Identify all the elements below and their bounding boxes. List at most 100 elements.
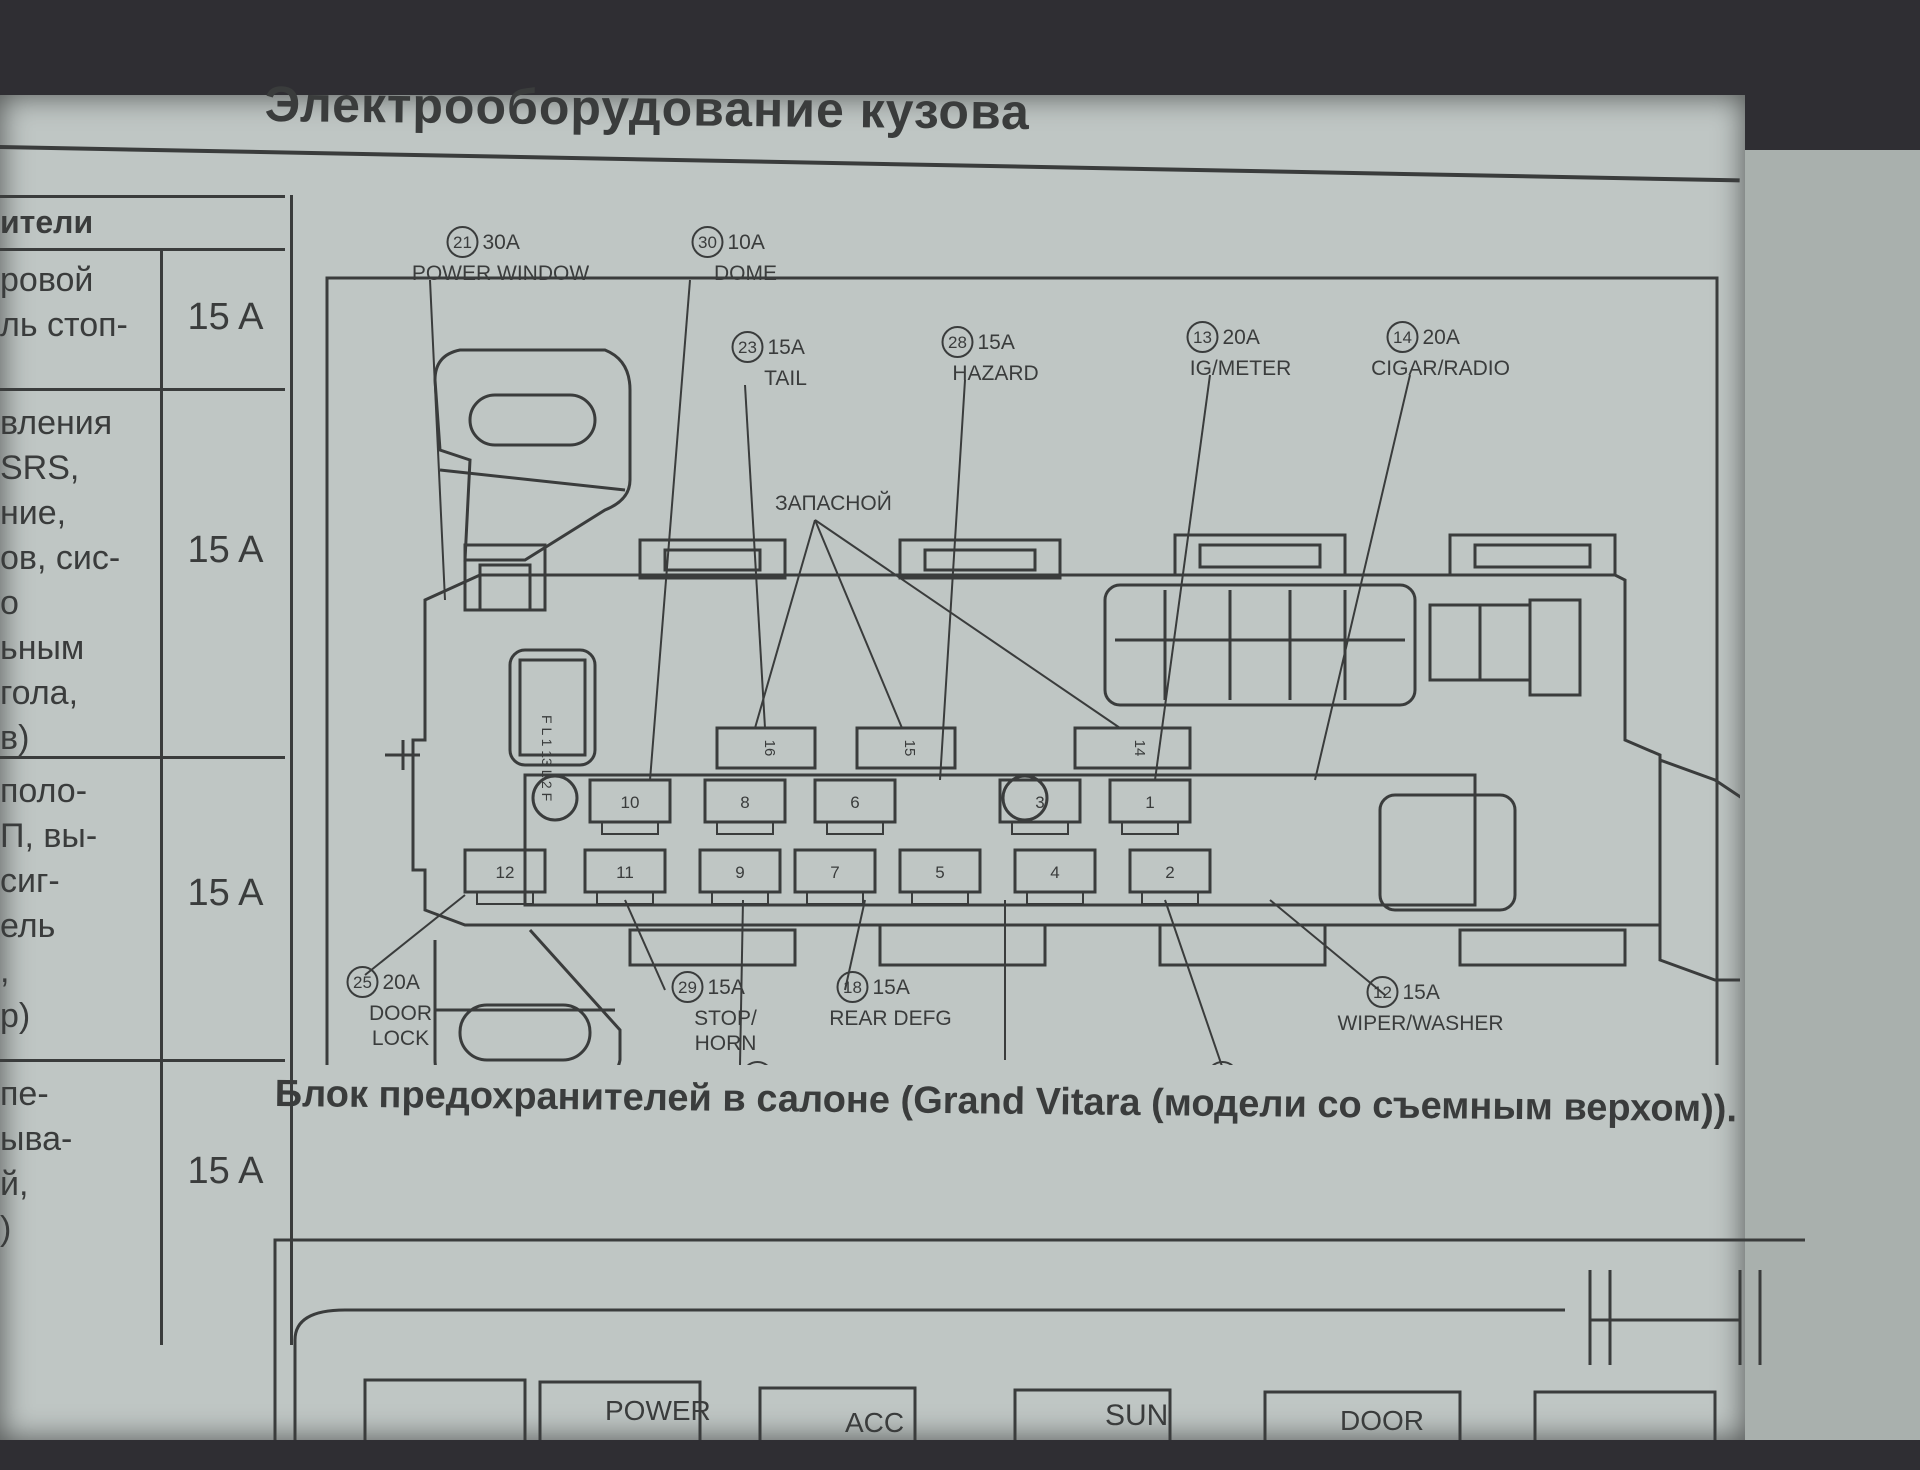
leader-line — [814, 519, 903, 729]
fuse-slot-number: 2 — [1165, 863, 1174, 882]
fuse-slot-number: 3 — [1035, 793, 1044, 812]
leader-line — [1269, 899, 1386, 996]
lower-label-acc: ACC — [845, 1407, 904, 1438]
callout-name: POWER WINDOW — [412, 262, 589, 285]
table-row: ровой ль стоп- 15 A — [0, 248, 285, 391]
connector-block — [1103, 583, 1417, 707]
spare-fuse-number: 15 — [901, 740, 918, 757]
spare-fuse-15 — [855, 726, 957, 770]
fuse-slot-number: 7 — [830, 863, 839, 882]
leader-line — [649, 279, 691, 781]
callout-name: REAR DEFG — [829, 1007, 952, 1030]
fuse-strip — [523, 773, 1477, 907]
fuse-slot-9: 9 — [698, 848, 782, 905]
row-amperage: 15 A — [160, 1062, 288, 1345]
leader-line — [844, 899, 866, 991]
callout-amperage: 15A — [978, 331, 1015, 354]
fuse-slot-6: 6 — [813, 778, 897, 835]
callout-name: DOOR — [369, 1002, 432, 1025]
callout-amperage: 20A — [383, 971, 420, 994]
next-page-edge — [1745, 150, 1920, 1440]
spare-fuse-number: 14 — [1131, 740, 1148, 757]
bottom-clip — [878, 923, 1047, 967]
table-header: ители — [0, 195, 285, 251]
callout-name: WIPER/WASHER — [1337, 1012, 1503, 1035]
callout-number: 14 — [1393, 328, 1412, 347]
lower-box-outline — [293, 1308, 1565, 1440]
fuse-slot-number: 1 — [1145, 793, 1154, 812]
top-clip — [1173, 533, 1347, 577]
leader-line — [364, 894, 466, 976]
bracket-slot-top — [468, 393, 597, 447]
fuse-slot-7: 7 — [793, 848, 877, 905]
page-title: Электрооборудование кузова — [264, 75, 1031, 141]
callout-number: 28 — [948, 333, 967, 352]
callout-name: IG/METER — [1190, 357, 1292, 380]
fuse-slot-number: 11 — [616, 863, 634, 882]
callout-hazard: 28 15A HAZARD — [941, 326, 1039, 385]
callout-name: HAZARD — [952, 362, 1038, 385]
fuse-slot-number: 5 — [935, 863, 944, 882]
callout-number: 21 — [453, 233, 472, 252]
row-description: вления SRS, ние, ов, сис- о ьным гола, в… — [0, 404, 121, 757]
leader-line — [1314, 374, 1411, 781]
bracket-slot-bottom — [458, 1003, 592, 1062]
callout-amperage: 20A — [1223, 326, 1260, 349]
callout-name: DOME — [714, 262, 777, 285]
top-clip — [898, 538, 1062, 580]
fuse-slot-number: 4 — [1050, 863, 1059, 882]
lower-label-door: DOOR — [1340, 1405, 1424, 1436]
leader-line — [744, 384, 766, 729]
lower-label-sun: SUN — [1105, 1399, 1168, 1432]
table-row: пе- ыва- й, ) 15 A — [0, 1062, 285, 1345]
top-clip — [1448, 533, 1617, 577]
callout-number: 30 — [698, 233, 717, 252]
table-row: вления SRS, ние, ов, сис- о ьным гола, в… — [0, 391, 285, 759]
callout-amperage: 10A — [728, 231, 765, 254]
callout-amperage: 15A — [1403, 981, 1440, 1004]
side-connector — [508, 648, 597, 767]
row-amperage: 15 A — [160, 759, 288, 1059]
callout-amperage: 15A — [708, 976, 745, 999]
callout-number: 23 — [738, 338, 757, 357]
lower-fuse-panel: POWER ACC SUN DOOR — [265, 1140, 1817, 1470]
fuse-slot-12: 12 — [463, 848, 547, 905]
callout-amperage: 30A — [483, 231, 520, 254]
callout-name-2: LOCK — [372, 1027, 429, 1050]
spare-label: ЗАПАСНОЙ — [775, 491, 892, 515]
fuse-slot-11: 11 — [583, 848, 667, 905]
fuse-slot-5: 5 — [898, 848, 982, 905]
leader-line — [1164, 899, 1226, 1076]
mount-bracket-top — [433, 348, 632, 562]
leader-line — [814, 519, 1121, 729]
fuse-slot-4: 4 — [1013, 848, 1097, 905]
leader-line — [754, 519, 816, 729]
bottom-relay — [1378, 793, 1517, 912]
fuse-slot-number: 8 — [740, 793, 749, 812]
spare-fuse-14 — [1073, 726, 1192, 770]
leader-lines — [364, 279, 1411, 1076]
fuse-slot-number: 9 — [735, 863, 744, 882]
bottom-clip — [1458, 928, 1627, 967]
leader-line — [739, 899, 744, 1066]
callout-name: STOP/ — [694, 1007, 757, 1030]
leader-line — [939, 379, 966, 781]
lower-label-power: POWER — [605, 1395, 711, 1426]
row-description: ровой ль стоп- — [0, 261, 128, 344]
fuse-slot-10: 10 — [588, 778, 672, 835]
row-amperage: 15 A — [160, 248, 288, 388]
lower-frame-border — [273, 1238, 1817, 1470]
table-row: поло- П, вы- сиг- ель , р) 15 A — [0, 759, 285, 1062]
callout-amperage: 15A — [768, 336, 805, 359]
callout-number: 25 — [353, 973, 372, 992]
